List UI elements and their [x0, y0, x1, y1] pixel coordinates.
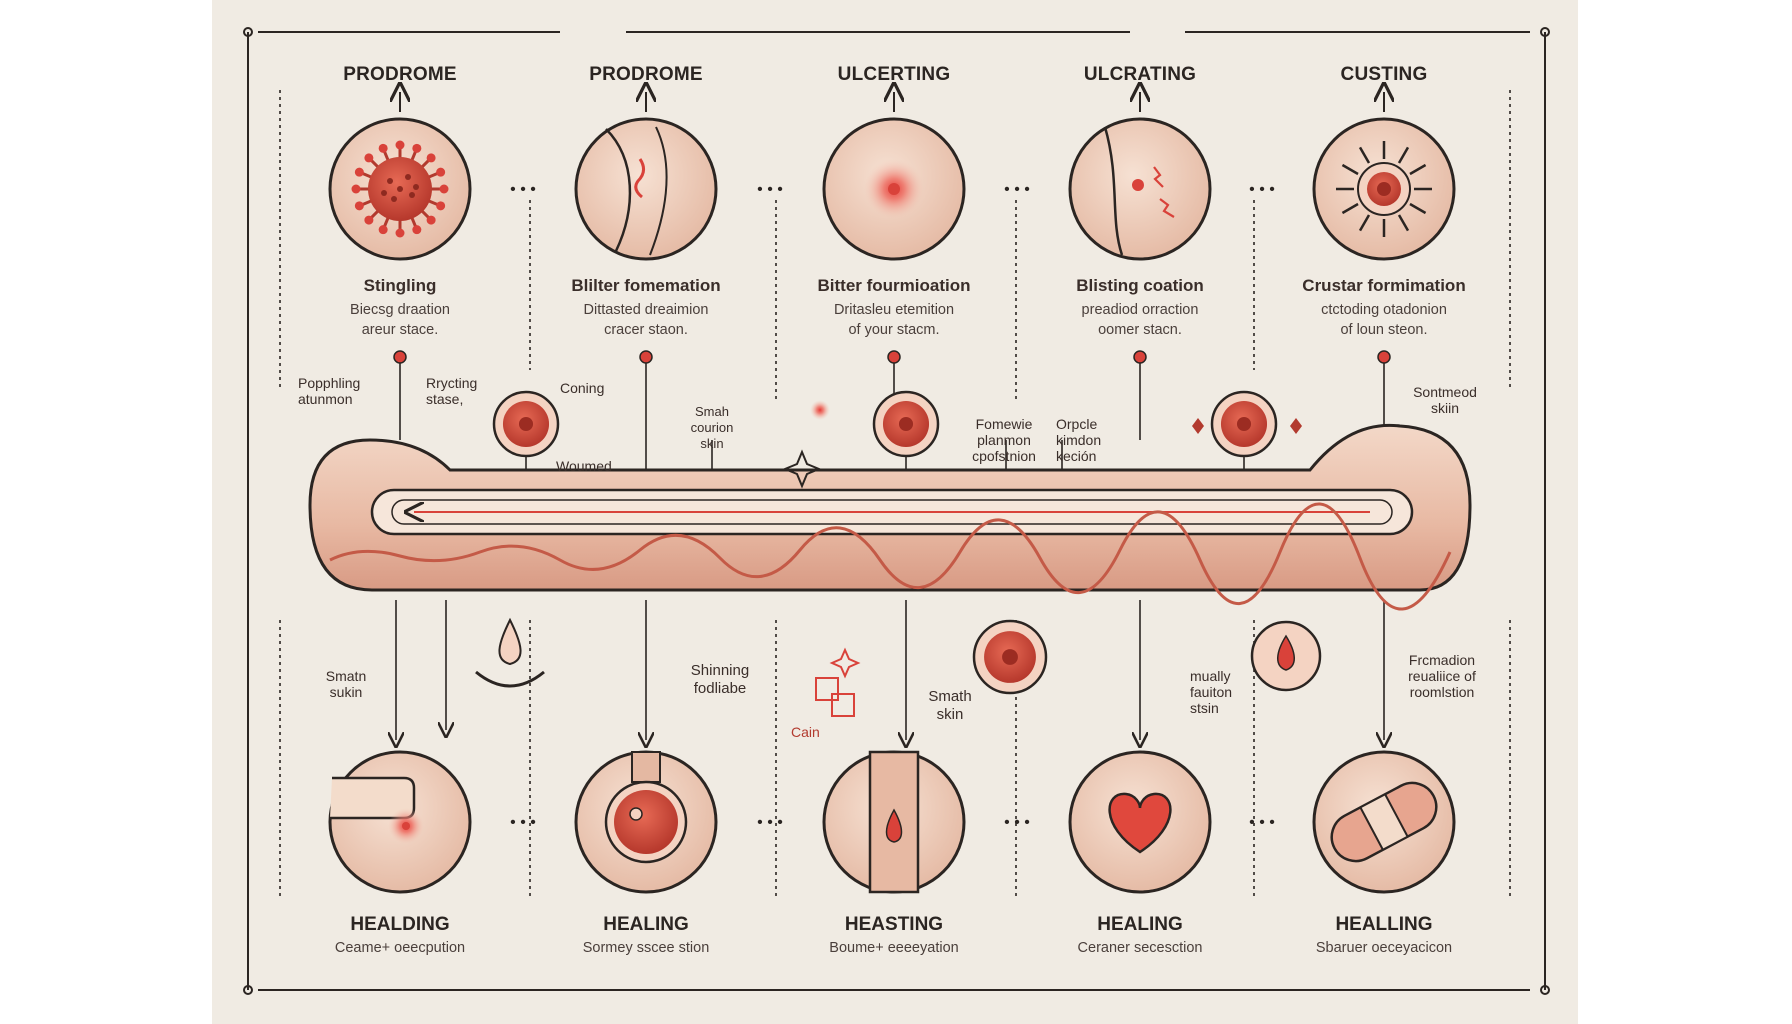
- note-woumed: Woumed: [556, 458, 612, 474]
- dot-separator: • • •: [1249, 814, 1275, 831]
- stage-name: Crustar formimation: [1302, 276, 1466, 295]
- dot-separator: • • •: [1004, 181, 1030, 198]
- healing-stage-description: Ceraner secesction: [1077, 940, 1203, 956]
- stage-description: preadiod orraction oomer stacn.: [1082, 300, 1199, 340]
- skin-fold-icon: [574, 117, 718, 261]
- healing-stage-description: Boume+ eeeeyation: [829, 940, 959, 956]
- dot-separator: • • •: [510, 814, 536, 831]
- small-lesion-marker: [492, 390, 560, 458]
- stage-description-line: cracer staon.: [604, 322, 688, 338]
- fluid-drop-icon: [475, 617, 545, 688]
- virus-icon: [328, 117, 472, 261]
- sparkle-icon: [782, 449, 822, 489]
- crusted-lesion-icon: [574, 750, 718, 894]
- stage-name: Blilter fomemation: [571, 276, 721, 295]
- red-splatter-icon: [810, 400, 830, 420]
- bandage-icon: [1312, 750, 1456, 894]
- heart-icon: [1068, 750, 1212, 894]
- dot-separator: • • •: [757, 181, 783, 198]
- note-cain: Cain: [791, 724, 820, 740]
- stage-title: ULCRATING: [1083, 64, 1197, 85]
- cracked-skin-icon: [1068, 117, 1212, 261]
- pin-marker: [1133, 350, 1147, 364]
- stage-description-line: Biecsg draation: [350, 302, 450, 318]
- dot-separator: • • •: [510, 181, 536, 198]
- stage-name: Stingling: [363, 276, 437, 295]
- stage-title: PRODROME: [343, 64, 457, 85]
- stage-description: ctctoding otadonion of loun steon.: [1321, 300, 1447, 340]
- pin-marker: [887, 350, 901, 364]
- small-lesion-marker: [1210, 390, 1278, 458]
- stage-description: Dittasted dreaimion cracer staon.: [584, 300, 709, 340]
- healing-stage-description: Sbaruer oeceyacicon: [1315, 940, 1453, 956]
- pin-marker: [1377, 350, 1391, 364]
- note-coning: Coning: [560, 380, 605, 396]
- stage-title: PRODROME: [589, 64, 703, 85]
- dot-separator: • • •: [757, 814, 783, 831]
- pin-marker: [639, 350, 653, 364]
- stage-title: ULCERTING: [837, 64, 951, 85]
- healing-stage-title: HEALING: [1097, 914, 1183, 935]
- stage-description-line: oomer stacn.: [1098, 322, 1182, 338]
- stage-description: Dritasleu etemition of your stacm.: [834, 300, 954, 340]
- dot-separator: • • •: [1004, 814, 1030, 831]
- red-spot-icon: [822, 117, 966, 261]
- skin-timeline-band: [308, 423, 1472, 611]
- healing-stage-title: HEASTING: [844, 914, 944, 935]
- crust-sun-icon: [1312, 117, 1456, 261]
- sparkle-icon: [829, 647, 861, 679]
- stage-description-line: of your stacm.: [848, 322, 940, 338]
- stage-description-line: Dittasted dreaimion: [583, 302, 709, 318]
- stage-description-line: Dritasleu etemition: [833, 302, 955, 318]
- drop-strip-icon: [822, 750, 966, 894]
- chain-link-icon: [815, 677, 855, 717]
- stage-description-line: areur stace.: [361, 322, 439, 338]
- corner-spot-icon: [328, 750, 472, 894]
- stage-description-line: preadiod orraction: [1081, 302, 1199, 318]
- stage-description-line: ctctoding otadonion: [1321, 302, 1447, 318]
- healing-stage-description: Ceame+ oeecpution: [334, 940, 466, 956]
- stage-description-line: of loun steon.: [1340, 322, 1428, 338]
- stage-name: Bitter fourmioation: [817, 276, 971, 295]
- dot-separator: • • •: [1249, 181, 1275, 198]
- healing-stage-title: HEALING: [603, 914, 689, 935]
- drop-lesion-icon: [1250, 620, 1322, 692]
- healing-stage-description: Sormey sscee stion: [582, 940, 710, 956]
- stage-title: CUSTING: [1340, 64, 1428, 85]
- pin-marker: [393, 350, 407, 364]
- healing-stage-title: HEALDING: [350, 914, 450, 935]
- decorative-frame: [243, 27, 1550, 995]
- stage-name: Blisting coation: [1076, 276, 1204, 295]
- crust-lesion-marker: [972, 619, 1048, 695]
- healing-stage-title: HEALLING: [1335, 914, 1433, 935]
- stage-description: Biecsg draation areur stace.: [350, 300, 450, 340]
- small-lesion-marker: [872, 390, 940, 458]
